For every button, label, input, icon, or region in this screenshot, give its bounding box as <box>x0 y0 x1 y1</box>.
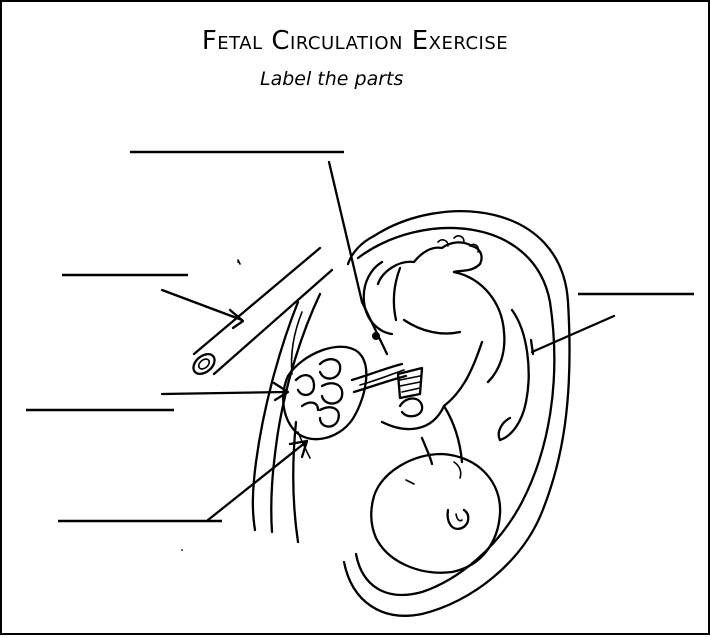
fetus <box>364 236 529 573</box>
umbilical-cord <box>352 364 422 416</box>
placenta <box>283 347 366 458</box>
stray-marks <box>181 261 239 551</box>
uterine-wall-strands <box>238 260 320 542</box>
pointer-line-middle-left <box>162 392 286 394</box>
pointer-line-upper-left <box>162 290 242 320</box>
pointer-lines <box>162 162 614 520</box>
answer-blanks <box>26 152 694 521</box>
pointer-line-right <box>532 316 614 352</box>
pointer-dot-top <box>372 332 380 340</box>
